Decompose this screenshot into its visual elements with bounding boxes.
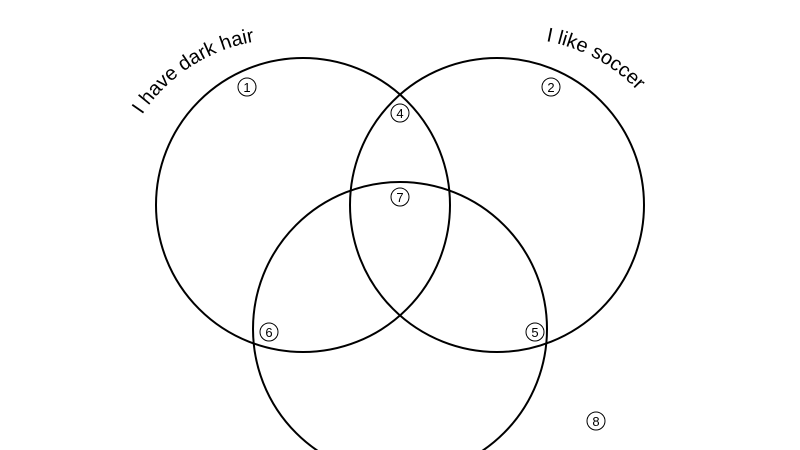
region-marker-4: 4 — [390, 103, 410, 123]
svg-text:7: 7 — [396, 190, 403, 205]
region-marker-6: 6 — [259, 322, 279, 342]
region-marker-1: 1 — [237, 77, 257, 97]
region-marker-8: 8 — [586, 411, 606, 431]
svg-text:1: 1 — [243, 80, 250, 95]
region-markers: 1 2 4 7 6 5 8 — [237, 77, 606, 431]
svg-text:4: 4 — [396, 106, 403, 121]
region-marker-5: 5 — [525, 322, 545, 342]
svg-text:5: 5 — [531, 325, 538, 340]
svg-text:8: 8 — [592, 414, 599, 429]
svg-text:6: 6 — [265, 325, 272, 340]
region-marker-7: 7 — [390, 187, 410, 207]
set-circle-soccer — [349, 57, 645, 353]
set-circle-dark-hair — [155, 57, 451, 353]
set-circle-third — [252, 181, 548, 450]
set-label-dark-hair: I have dark hair — [128, 25, 256, 118]
svg-text:2: 2 — [547, 80, 554, 95]
region-marker-2: 2 — [541, 77, 561, 97]
set-label-soccer: I like soccer — [545, 24, 650, 94]
